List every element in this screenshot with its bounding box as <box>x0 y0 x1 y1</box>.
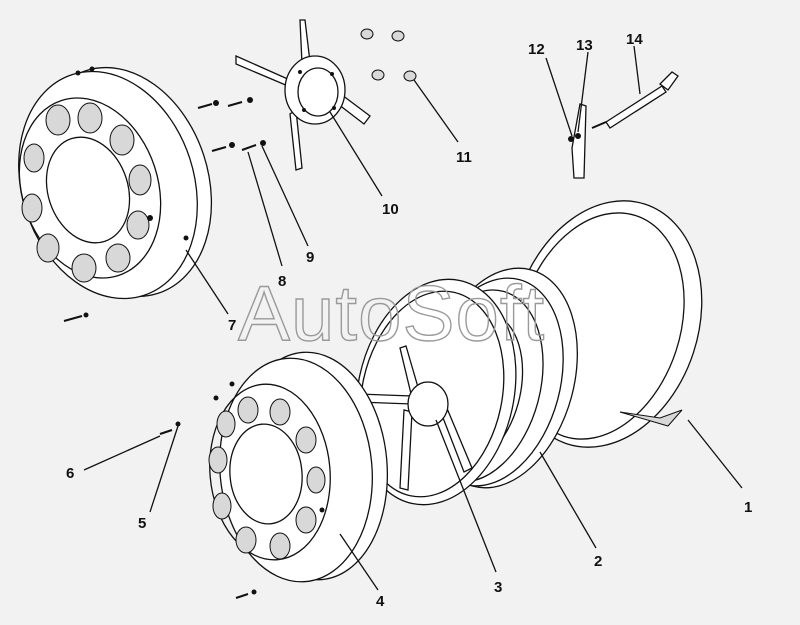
callout-1: 1 <box>744 499 752 516</box>
bolts-upper-group <box>197 97 266 152</box>
callout-14: 14 <box>626 31 643 48</box>
callout-8: 8 <box>278 273 286 290</box>
callout-labels: 1 2 3 4 5 6 7 8 9 10 11 12 13 14 <box>66 31 752 610</box>
callout-9: 9 <box>306 249 314 266</box>
watermark-text: AutoSoft <box>238 269 545 357</box>
wheel-disc-spokes <box>355 278 517 506</box>
callout-4: 4 <box>376 593 385 610</box>
bolt-bottom <box>235 589 257 599</box>
callout-13: 13 <box>576 37 593 54</box>
valve-extension-assembly <box>568 71 679 179</box>
cover-vent-holes-upper <box>21 102 152 283</box>
callout-5: 5 <box>138 515 146 532</box>
callout-11: 11 <box>456 149 472 166</box>
wheel-cover-upper <box>18 66 213 300</box>
callout-10: 10 <box>382 201 399 218</box>
callout-3: 3 <box>494 579 502 596</box>
nuts-group <box>360 28 417 82</box>
spider-bracket <box>235 19 371 171</box>
callout-12: 12 <box>528 41 545 58</box>
cover-vent-holes-lower <box>208 396 326 560</box>
wheel-cover-lower <box>208 351 389 583</box>
callout-2: 2 <box>594 553 602 570</box>
leader-lines <box>83 45 743 591</box>
callout-6: 6 <box>66 465 74 482</box>
bolt-loose-left <box>63 312 89 322</box>
callout-7: 7 <box>228 317 236 334</box>
screw-part-6 <box>159 421 181 435</box>
